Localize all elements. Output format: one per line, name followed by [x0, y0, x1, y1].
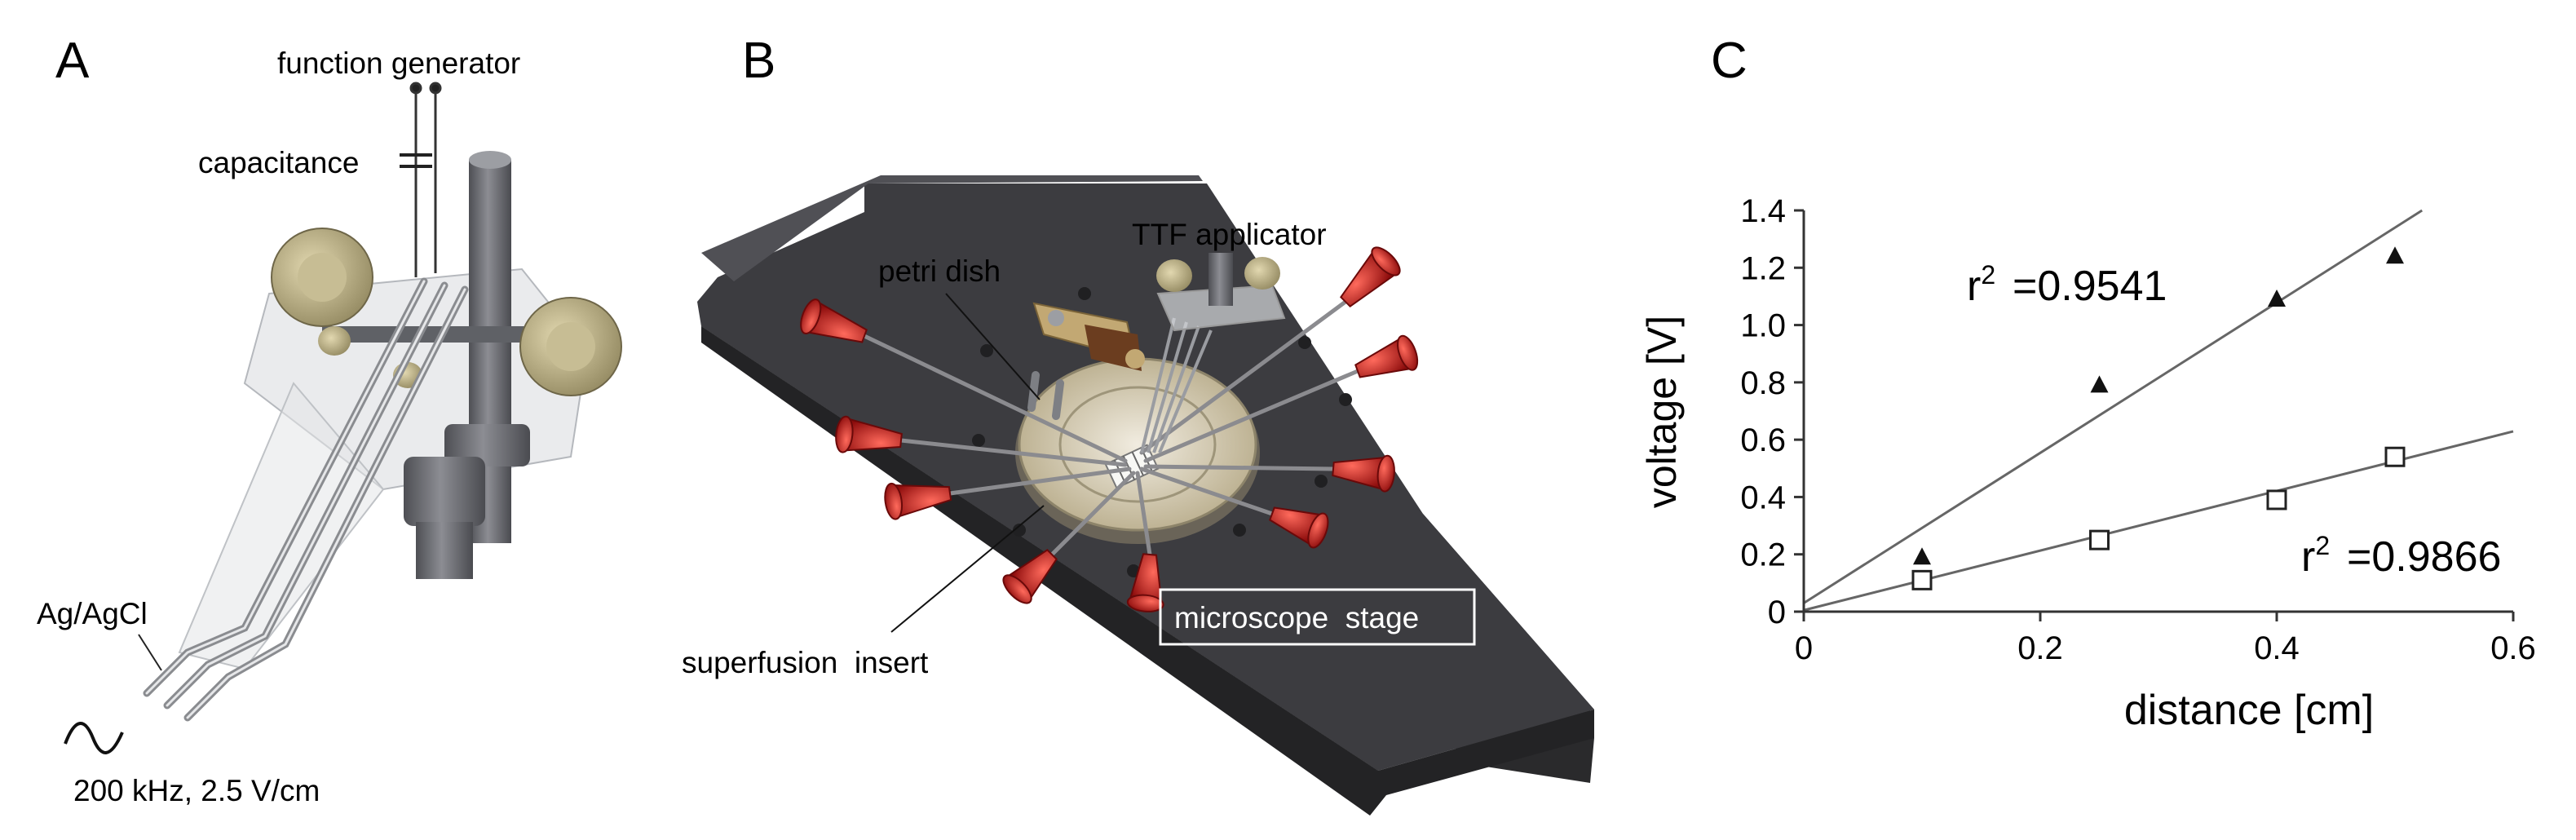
x-tick-label: 0.4 — [2254, 630, 2300, 666]
red-connector — [1340, 246, 1401, 307]
panel-a-letter: A — [55, 33, 90, 89]
square-point — [1911, 569, 1933, 590]
fit-line — [1803, 209, 2424, 604]
r2-exponent: 2 — [2315, 531, 2330, 560]
square-point — [2384, 446, 2406, 467]
y-tick-label: 0 — [1768, 595, 1786, 630]
chart: 0 0.2 0.4 0.6 0.8 1.0 1.2 1.4 0 0.2 0.4 0.6 voltag… — [1639, 193, 2536, 734]
panel-c: C 0 0.2 0.4 0.6 0.8 1.0 1.2 1.4 0 0.2 0.4 0.6 volt… — [1639, 33, 2536, 734]
ticks — [1794, 209, 2515, 621]
capacitance-label: capacitance — [198, 146, 359, 179]
connector-wires — [862, 299, 1360, 557]
r2-exponent: 2 — [1981, 260, 1995, 290]
x-tick-label: 0.6 — [2490, 630, 2536, 666]
red-connector — [1269, 506, 1329, 549]
y-tick-labels: 0 0.2 0.4 0.6 0.8 1.0 1.2 1.4 — [1740, 193, 1786, 630]
stage-label-box — [1159, 588, 1476, 646]
red-connector — [1126, 553, 1164, 612]
panel-b: B — [682, 33, 1594, 816]
red-connector — [884, 482, 952, 520]
superfusion-insert-label: superfusion insert — [682, 646, 929, 679]
x-axis-title: distance [cm] — [2124, 687, 2374, 734]
red-connectors — [800, 246, 1419, 612]
electrode-rods — [143, 277, 469, 722]
capacitor-symbol — [400, 153, 432, 168]
r2-symbol: r2 — [2301, 531, 2330, 581]
panel-c-letter: C — [1711, 33, 1748, 89]
r2-symbol: r2 — [1967, 260, 1995, 310]
function-generator-label: function generator — [277, 46, 520, 80]
red-connector — [1002, 549, 1058, 604]
y-tick-label: 1.0 — [1740, 308, 1786, 344]
signal-label: 200 kHz, 2.5 V/cm — [73, 774, 320, 807]
y-axis-title: voltage [V] — [1639, 316, 1685, 508]
petri-dish-label: petri dish — [878, 254, 1001, 288]
x-tick-label: 0.2 — [2017, 630, 2063, 666]
red-connector — [1354, 334, 1419, 378]
r2-annotation-triangles: r2 =0.9541 — [1967, 260, 2167, 310]
square-point — [2266, 489, 2287, 511]
y-tick-label: 0.4 — [1740, 480, 1786, 515]
red-connector — [835, 415, 903, 453]
ttf-applicator — [1027, 253, 1286, 453]
triangle-point — [1913, 547, 1931, 565]
electrode-label: Ag/AgCl — [37, 597, 148, 630]
generator-wires — [409, 82, 442, 277]
applicator-label: TTF applicator — [1132, 218, 1327, 251]
petri-dish-leader — [945, 293, 1041, 400]
r2-annotation-squares: r2 =0.9866 — [2301, 531, 2501, 581]
red-connector — [800, 298, 868, 343]
y-tick-label: 0.8 — [1740, 365, 1786, 401]
superfusion-insert — [1015, 357, 1260, 544]
microscope-stage-label: microscope stage — [1174, 601, 1419, 634]
y-tick-label: 1.2 — [1740, 250, 1786, 286]
fit-line — [1803, 430, 2514, 612]
panel-b-letter: B — [742, 33, 775, 89]
x-tick-label: 0 — [1795, 630, 1813, 666]
triangle-point — [2386, 246, 2404, 264]
data-points — [1911, 246, 2406, 590]
y-tick-label: 0.2 — [1740, 537, 1786, 573]
triangle-point — [2090, 375, 2109, 393]
y-tick-label: 0.6 — [1740, 422, 1786, 458]
r2-value-triangles: =0.9541 — [2013, 263, 2167, 310]
horizontal-bar — [271, 228, 622, 396]
red-connector — [1332, 454, 1395, 493]
y-tick-label: 1.4 — [1740, 193, 1786, 229]
panel-a: A — [37, 33, 622, 807]
x-tick-labels: 0 0.2 0.4 0.6 — [1795, 630, 2536, 666]
r2-value-squares: =0.9866 — [2347, 533, 2501, 581]
triangle-point — [2268, 289, 2286, 307]
electrode-leader — [138, 634, 162, 671]
square-point — [2089, 529, 2110, 550]
ac-signal-icon — [64, 722, 124, 754]
insert-leader — [890, 505, 1045, 633]
vertical-rod — [404, 151, 530, 579]
